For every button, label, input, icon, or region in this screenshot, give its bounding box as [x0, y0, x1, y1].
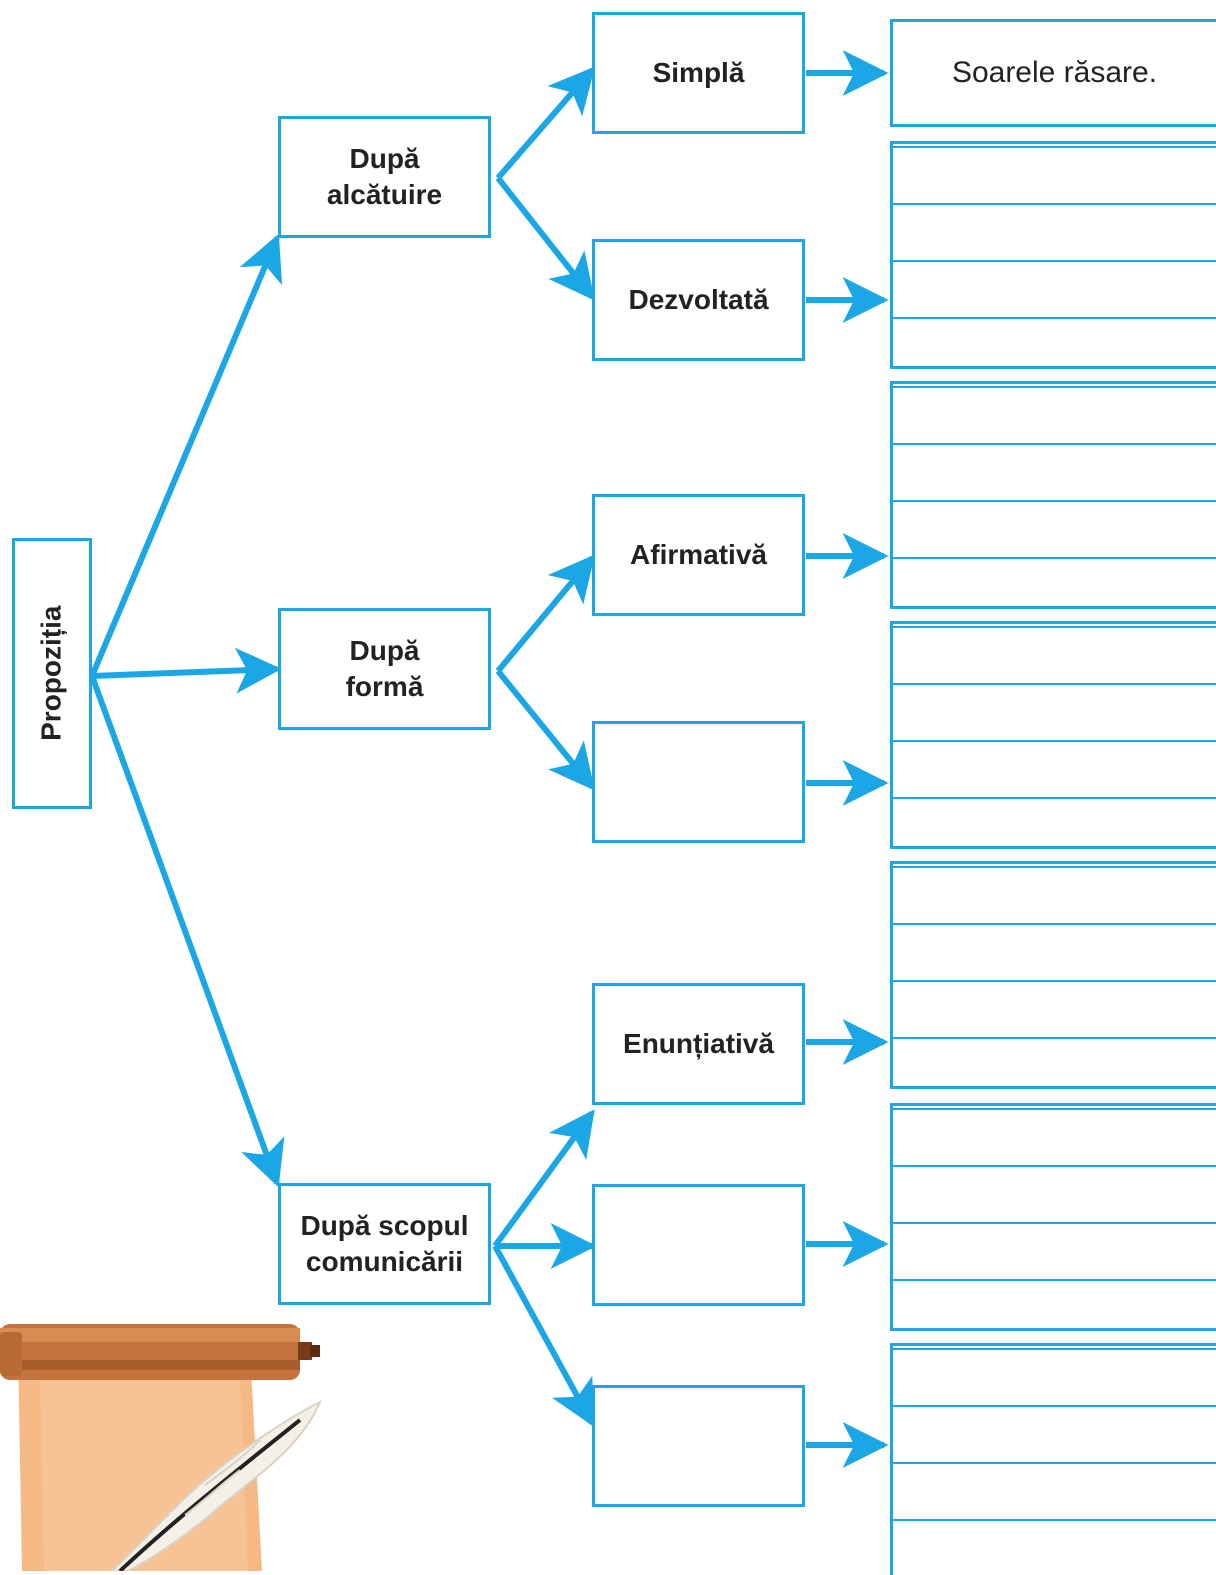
category-label-line2: formă — [345, 671, 424, 702]
answer-lines-dezvoltata[interactable] — [890, 141, 1216, 369]
category-label-line1: După — [349, 142, 420, 174]
arrow-root-to-scop — [89, 674, 285, 1188]
category-label-line1: După — [349, 634, 420, 666]
type-enuntiativa: Enunțiativă — [592, 983, 805, 1105]
type-simpla: Simplă — [592, 12, 805, 134]
arrow-alcatuire-to-dezvoltata — [495, 176, 595, 301]
writing-line — [893, 797, 1216, 799]
writing-line — [893, 557, 1216, 559]
arrow-root-to-forma — [91, 647, 282, 694]
category-label-line1: După scopul — [300, 1209, 469, 1241]
writing-line — [893, 923, 1216, 925]
writing-line — [893, 980, 1216, 982]
writing-line — [893, 626, 1216, 628]
writing-line — [893, 740, 1216, 742]
example-text: Soarele răsare. — [951, 56, 1158, 89]
writing-line — [893, 683, 1216, 685]
arrow-root-to-alcatuire — [89, 233, 283, 678]
writing-line — [893, 1279, 1216, 1281]
writing-line — [893, 317, 1216, 319]
example-text — [893, 1346, 1216, 1575]
example-text — [893, 384, 1216, 606]
category-scop: După scopul comunicării — [278, 1183, 491, 1305]
writing-line — [893, 203, 1216, 205]
arrow-forma-to-afirmativa — [495, 554, 595, 673]
answer-lines-scop-2[interactable] — [890, 1103, 1216, 1331]
writing-line — [893, 1165, 1216, 1167]
type-afirmativa: Afirmativă — [592, 494, 805, 616]
writing-line — [893, 386, 1216, 388]
writing-line — [893, 866, 1216, 868]
writing-line — [893, 500, 1216, 502]
category-forma: După formă — [278, 608, 491, 730]
arrow-scop-to-enuntiativa — [492, 1109, 595, 1248]
arrow-alcatuire-to-simpla — [495, 66, 596, 180]
arrow-scop-to-type-3 — [492, 1244, 595, 1428]
answer-lines-forma-blank[interactable] — [890, 621, 1216, 849]
writing-line — [893, 146, 1216, 148]
example-box-simpla: Soarele răsare. — [890, 19, 1216, 127]
writing-line — [893, 1519, 1216, 1521]
example-text — [893, 144, 1216, 366]
writing-line — [893, 1222, 1216, 1224]
type-label: Dezvoltată — [628, 283, 769, 315]
category-alcatuire: După alcătuire — [278, 116, 491, 238]
scroll-with-quill-icon — [0, 1324, 322, 1571]
writing-line — [893, 1108, 1216, 1110]
writing-line — [893, 443, 1216, 445]
answer-lines-afirmativa[interactable] — [890, 381, 1216, 609]
answer-lines-scop-3[interactable] — [890, 1343, 1216, 1575]
category-label-line2: alcătuire — [326, 179, 443, 210]
type-blank-scop-2[interactable] — [592, 1184, 805, 1306]
writing-line — [893, 260, 1216, 262]
writing-line — [893, 1348, 1216, 1350]
example-text — [893, 864, 1216, 1086]
type-label: Enunțiativă — [623, 1027, 774, 1059]
answer-lines-extra[interactable] — [890, 861, 1216, 1089]
type-dezvoltata: Dezvoltată — [592, 239, 805, 361]
type-blank-forma[interactable] — [592, 721, 805, 843]
category-label-line2: comunicării — [305, 1246, 464, 1277]
root-label: Propoziția — [35, 605, 67, 742]
example-text — [893, 624, 1216, 846]
writing-line — [893, 1462, 1216, 1464]
example-text — [893, 1106, 1216, 1328]
type-label: Simplă — [652, 56, 745, 88]
writing-line — [893, 1037, 1216, 1039]
root-node: Propoziția — [12, 538, 92, 809]
writing-line — [893, 1405, 1216, 1407]
type-label: Afirmativă — [630, 538, 767, 570]
type-blank-scop-3[interactable] — [592, 1385, 805, 1507]
arrow-forma-to-negativa — [495, 669, 595, 791]
